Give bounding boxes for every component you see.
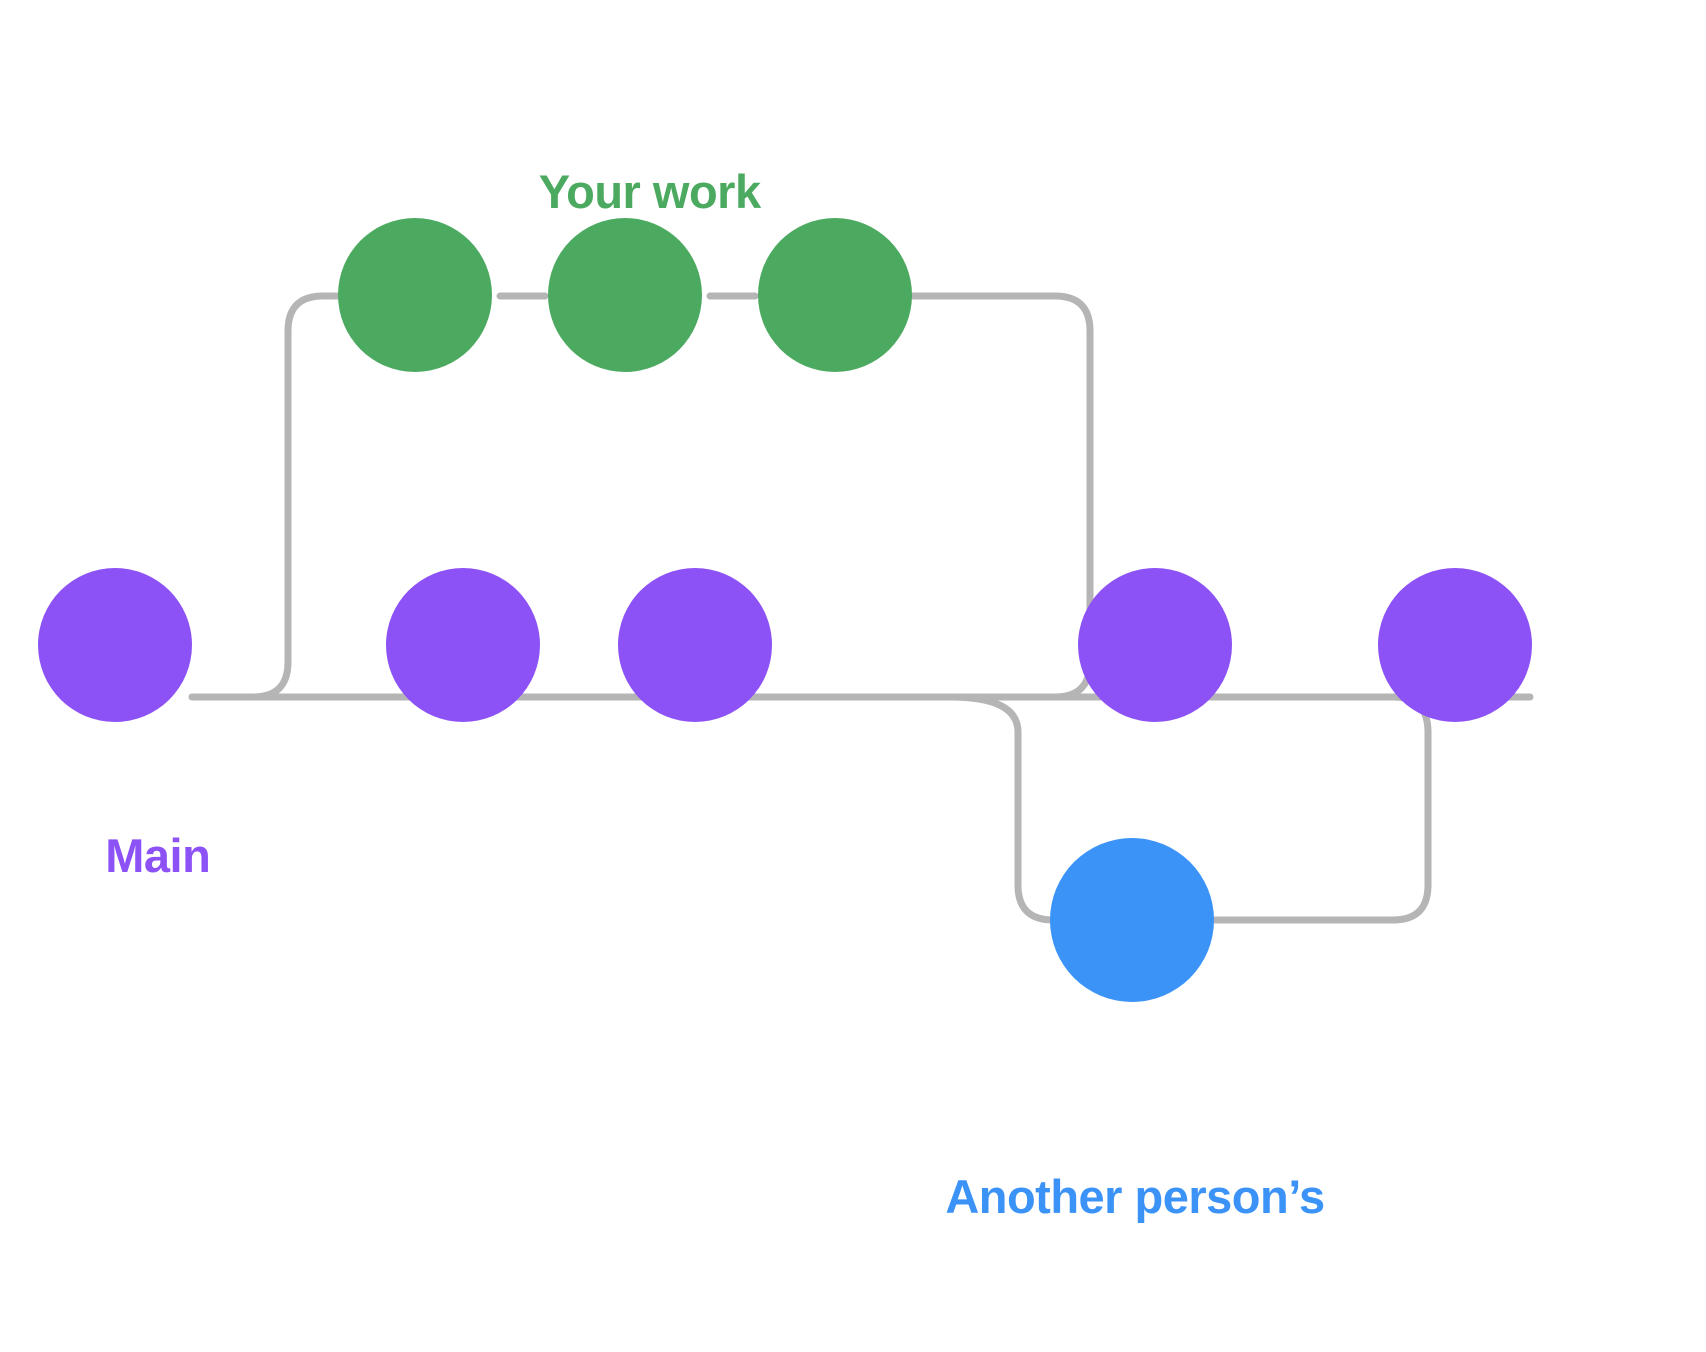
branch-label-another-person: Another person’s work (835, 1050, 1435, 1352)
branch-label-another-person-line2: work (835, 1344, 1435, 1352)
commit-node-your-work-1[interactable] (338, 218, 492, 372)
commit-node-main-2[interactable] (386, 568, 540, 722)
commit-node-another-person-1[interactable] (1050, 838, 1214, 1002)
connector-other-merge-in (1208, 693, 1432, 924)
branch-label-another-person-line1: Another person’s (945, 1169, 1325, 1223)
commit-node-main-3[interactable] (618, 568, 772, 722)
commit-node-main-1[interactable] (38, 568, 192, 722)
commit-node-your-work-3[interactable] (758, 218, 912, 372)
another-person-branch-nodes (1050, 838, 1214, 1002)
connector-other-branch-out (946, 693, 1062, 924)
commit-node-your-work-2[interactable] (548, 218, 702, 372)
your-work-branch-nodes (338, 218, 912, 372)
branch-label-main: Main (55, 768, 211, 944)
commit-node-main-5[interactable] (1378, 568, 1532, 722)
commit-node-main-4[interactable] (1078, 568, 1232, 722)
branch-label-main-text: Main (105, 828, 211, 882)
connector-your-work-branch-out (249, 292, 349, 701)
connector-your-work-merge-in (908, 292, 1094, 701)
main-branch-nodes (38, 568, 1532, 722)
branch-label-your-work: Your work (0, 104, 1250, 280)
connector-lines (188, 292, 1534, 924)
branch-label-your-work-text: Your work (538, 164, 761, 218)
